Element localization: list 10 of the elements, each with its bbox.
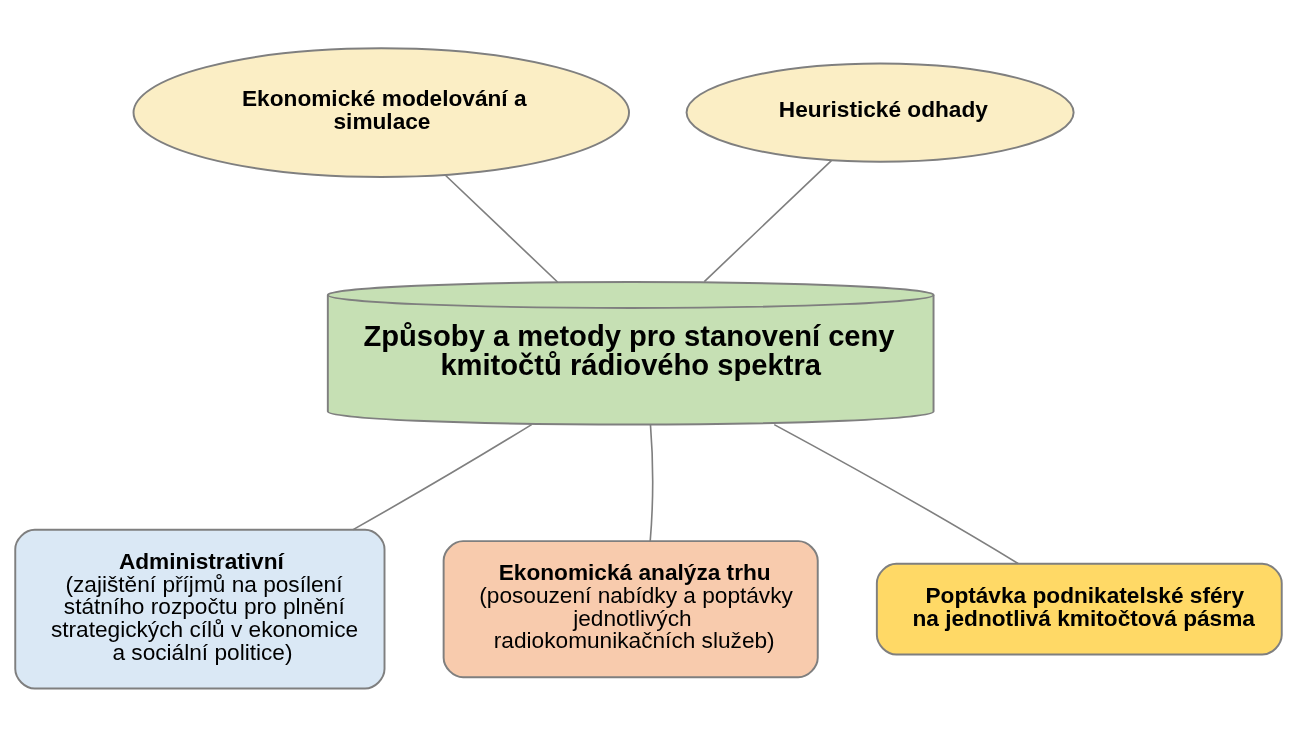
node-box: Poptávka podnikatelské sféry na jednotlivá kmitočtová pásma <box>875 562 1283 656</box>
node-ellipse: Heuristické odhady <box>685 62 1075 163</box>
connector <box>703 159 833 283</box>
connector <box>352 423 533 531</box>
node-ellipse: Ekonomické modelování a simulace <box>132 47 630 178</box>
connector <box>773 423 1019 565</box>
connector <box>444 173 559 283</box>
node-box: Ekonomická analýza trhu (posouzení nabídky a poptávky jednotlivých radiokomunikačních služeb) <box>442 540 819 679</box>
node-box: Administrativní (zajištění příjmů na posílení státního rozpočtu pro plnění strategických cílů v ekonomice a sociální politice) <box>14 528 386 690</box>
connector <box>649 423 654 542</box>
